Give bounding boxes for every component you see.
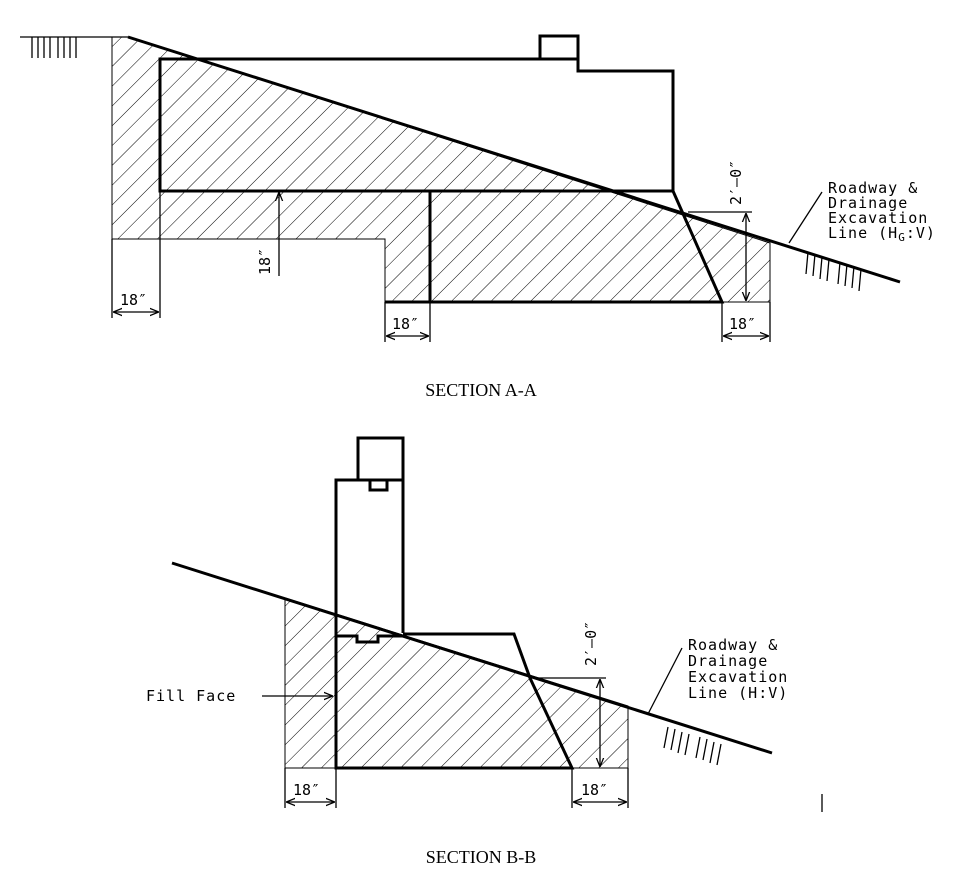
section-a-dim-mid: 18″ (384, 302, 431, 342)
section-b-dim-right: 18″ (571, 768, 629, 808)
section-b-label-leader (647, 647, 683, 715)
section-b-dim-vertical-label: 2′–0″ (582, 621, 600, 666)
section-b-label-line3: Excavation (688, 668, 788, 686)
section-b-fill-face: Fill Face (146, 687, 332, 705)
section-a-dim-left: 18″ (111, 191, 161, 318)
section-a-dim-right: 18″ (721, 302, 771, 342)
section-a-ground-ticks-right (805, 251, 862, 292)
section-b-dim-right-label: 18″ (581, 781, 608, 799)
section-a-footing (428, 190, 725, 304)
section-b-caption: SECTION B-B (426, 847, 537, 867)
section-a-dim-vertical: 2′–0″ (688, 160, 752, 300)
section-b-footing (334, 620, 575, 770)
section-b-dim-left-label: 18″ (293, 781, 320, 799)
section-a-label-line1: Roadway & (828, 179, 918, 197)
section-a-dim-depth-label: 18″ (256, 248, 274, 275)
section-a-ground-ticks-left (20, 36, 128, 58)
section-b-top-block (356, 436, 405, 480)
section-a-top-block (538, 34, 580, 59)
section-a-dim-mid-label: 18″ (392, 315, 419, 333)
section-b-excavation-line (171, 561, 773, 755)
section-a-label-line4: Line (HG:V) (828, 224, 936, 244)
section-b-ground-ticks (663, 726, 722, 766)
section-a-label-line2: Drainage (828, 194, 908, 212)
section-b-label-line1: Roadway & (688, 636, 778, 654)
section-b-b: Fill Face 18″ 18″ 2′–0″ Roadway & Drai (146, 436, 823, 867)
fill-face-label: Fill Face (146, 687, 236, 705)
section-a-label-leader (788, 191, 823, 244)
section-b-excavation-label: Roadway & Drainage Excavation Line (H:V) (688, 636, 788, 702)
section-b-dim-left: 18″ (284, 768, 337, 808)
section-a-dim-right-label: 18″ (729, 315, 756, 333)
section-a-hatch-region (111, 36, 771, 303)
section-b-label-line4: Line (H:V) (688, 684, 788, 702)
section-b-top-notch (368, 480, 389, 492)
section-a-dim-left-label: 18″ (120, 291, 147, 309)
section-a-caption: SECTION A-A (425, 380, 537, 400)
section-a-dim-depth: 18″ (256, 193, 279, 276)
section-b-wall (334, 478, 405, 633)
section-a-label-line3: Excavation (828, 209, 928, 227)
section-b-footing-notch (336, 634, 403, 644)
section-a-a: 18″ 18″ 18″ 18″ 2′–0″ (20, 34, 936, 400)
section-a-excavation-line (127, 35, 901, 284)
section-a-excavation-label: Roadway & Drainage Excavation Line (HG:V… (828, 179, 936, 244)
section-b-label-line2: Drainage (688, 652, 768, 670)
section-a-dim-vertical-label: 2′–0″ (727, 160, 745, 205)
section-b-dim-vertical: 2′–0″ (536, 621, 606, 766)
